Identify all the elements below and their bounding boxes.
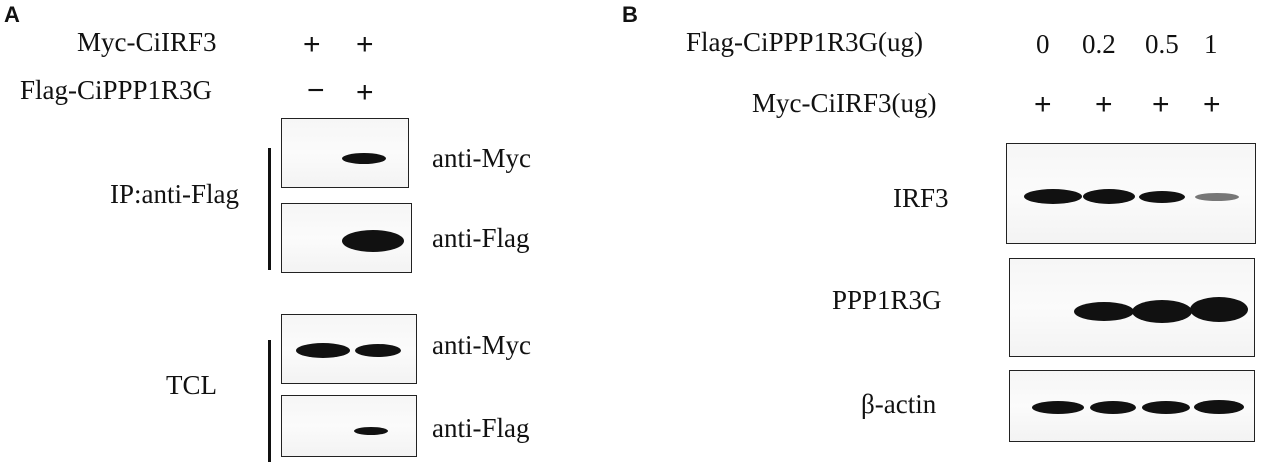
panel-b-letter: B [622, 2, 638, 27]
band [342, 230, 404, 252]
row-label-myc: Myc-CiIRF3 [77, 27, 217, 57]
dose-0-2: 0.2 [1082, 29, 1116, 59]
panel-a-letter: A [4, 2, 20, 27]
row-label-flag: Flag-CiPPP1R3G [20, 75, 213, 105]
ip-bracket [268, 148, 271, 270]
band [1195, 193, 1239, 201]
group-label-ip: IP:anti-Flag [110, 179, 239, 209]
sign-a-myc-1: + [303, 28, 321, 61]
band [1090, 401, 1136, 414]
blot-ip-anti-myc [281, 118, 409, 188]
blot-irf3 [1006, 143, 1256, 244]
band [1190, 297, 1248, 322]
sign-b-4: + [1203, 88, 1221, 121]
dose-0-5: 0.5 [1145, 29, 1179, 59]
myc-dose-label: Myc-CiIRF3(ug) [752, 88, 937, 118]
band [1139, 191, 1185, 203]
band [1132, 300, 1192, 323]
sign-a-flag-2: + [356, 76, 374, 109]
blot-beta-actin [1009, 370, 1255, 442]
band [1032, 401, 1084, 414]
band [1024, 189, 1082, 204]
blot-label-beta-actin: β-actin [861, 389, 937, 419]
blot-tcl-anti-myc [281, 314, 417, 384]
band [355, 344, 401, 357]
blot-label-tcl-flag: anti-Flag [432, 413, 530, 443]
band [296, 343, 350, 358]
sign-a-flag-1: − [307, 74, 325, 107]
blot-label-irf3: IRF3 [893, 183, 949, 213]
blot-label-ppp1r3g: PPP1R3G [832, 285, 942, 315]
band [1083, 189, 1135, 204]
blot-label-ip-myc: anti-Myc [432, 143, 531, 173]
sign-a-myc-2: + [356, 28, 374, 61]
dose-0: 0 [1036, 29, 1050, 59]
band [1142, 401, 1190, 414]
band [1194, 400, 1244, 414]
blot-tcl-anti-flag [281, 395, 417, 457]
sign-b-2: + [1095, 88, 1113, 121]
band [342, 153, 386, 164]
sign-b-1: + [1034, 88, 1052, 121]
blot-label-ip-flag: anti-Flag [432, 223, 530, 253]
blot-label-tcl-myc: anti-Myc [432, 330, 531, 360]
sign-b-3: + [1152, 88, 1170, 121]
dose-1: 1 [1204, 29, 1218, 59]
band [354, 427, 388, 435]
blot-ppp1r3g [1009, 258, 1255, 357]
blot-ip-anti-flag [281, 203, 412, 273]
group-label-tcl: TCL [166, 370, 217, 400]
band [1074, 302, 1134, 321]
dose-label: Flag-CiPPP1R3G(ug) [686, 27, 924, 57]
tcl-bracket [268, 340, 271, 462]
